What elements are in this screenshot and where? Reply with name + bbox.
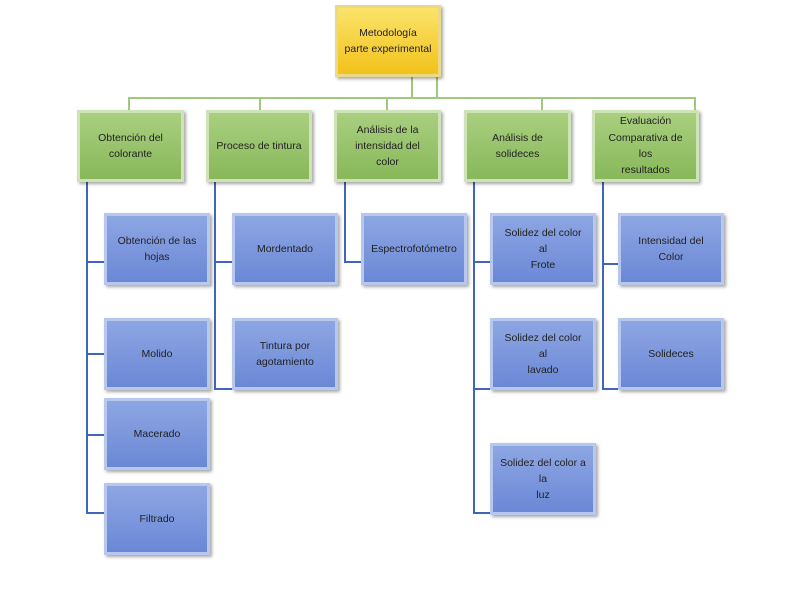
category-drop-3 [386, 97, 388, 112]
col5-trunk [602, 180, 604, 390]
category-drop-2 [259, 97, 261, 112]
category-bus-line [128, 97, 695, 99]
item-intensidad-color: Intensidad del Color [618, 213, 724, 285]
col1-trunk [86, 180, 88, 514]
root-node: Metodología parte experimental [335, 5, 441, 77]
item-solideces: Solideces [618, 318, 724, 390]
col1-branch-4 [86, 512, 106, 514]
col5-branch-2 [602, 388, 620, 390]
col2-branch-1 [214, 261, 234, 263]
category-drop-5 [694, 97, 696, 112]
root-connector-left [411, 76, 413, 98]
item-solidez-frote: Solidez del color al Frote [490, 213, 596, 285]
item-espectrofotometro: Espectrofotómetro [361, 213, 467, 285]
col1-branch-3 [86, 434, 106, 436]
category-node-evaluacion: Evaluación Comparativa de los resultados [592, 110, 699, 182]
col3-branch-1 [344, 261, 362, 263]
item-obtencion-hojas: Obtención de las hojas [104, 213, 210, 285]
col4-trunk [473, 180, 475, 514]
category-drop-1 [128, 97, 130, 112]
category-node-analisis-solideces: Análisis de solideces [464, 110, 571, 182]
col1-branch-2 [86, 353, 106, 355]
item-mordentado: Mordentado [232, 213, 338, 285]
col5-branch-1 [602, 263, 620, 265]
category-node-analisis-intensidad: Análisis de la intensidad del color [334, 110, 441, 182]
col3-trunk [344, 180, 346, 263]
item-solidez-luz: Solidez del color a la luz [490, 443, 596, 515]
item-tintura-agotamiento: Tintura por agotamiento [232, 318, 338, 390]
category-node-obtencion-colorante: Obtención del colorante [77, 110, 184, 182]
item-filtrado: Filtrado [104, 483, 210, 555]
category-node-proceso-tintura: Proceso de tintura [206, 110, 312, 182]
category-drop-4 [541, 97, 543, 112]
col4-branch-3 [473, 512, 491, 514]
root-connector-right [436, 76, 438, 98]
item-solidez-lavado: Solidez del color al lavado [490, 318, 596, 390]
item-macerado: Macerado [104, 398, 210, 470]
col4-branch-1 [473, 261, 491, 263]
col4-branch-2 [473, 388, 491, 390]
col2-branch-2 [214, 388, 234, 390]
item-molido: Molido [104, 318, 210, 390]
col2-trunk [214, 180, 216, 390]
col1-branch-1 [86, 261, 106, 263]
